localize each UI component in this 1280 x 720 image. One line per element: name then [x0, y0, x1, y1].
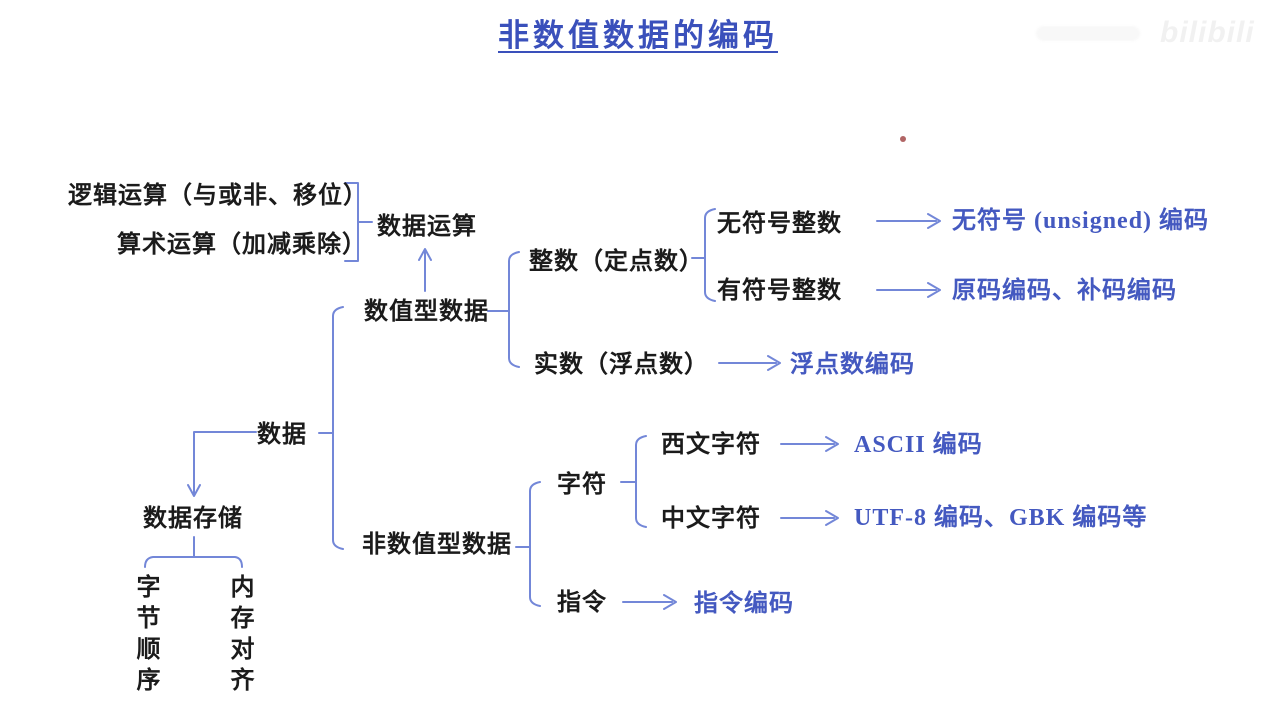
node-memory-align: 内存对齐 [226, 574, 252, 698]
node-character: 字符 [557, 472, 607, 498]
watermark-username-smudge [1036, 26, 1140, 41]
arrow-ascii [780, 436, 839, 452]
node-real-number: 实数（浮点数） [534, 352, 709, 378]
result-unsigned-encoding: 无符号 (unsigned) 编码 [952, 208, 1210, 234]
bracket-character-children [620, 435, 647, 528]
arrow-data-to-storage [187, 431, 257, 497]
node-logic-operation: 逻辑运算（与或非、移位） [68, 183, 368, 209]
node-data: 数据 [257, 422, 307, 448]
arrow-instruction [622, 594, 677, 610]
bracket-storage-children [144, 536, 243, 568]
node-arith-operation: 算术运算（加减乘除） [117, 232, 367, 258]
bracket-integer-children [691, 208, 716, 302]
result-ascii-encoding: ASCII 编码 [854, 432, 983, 458]
node-chinese-char: 中文字符 [661, 506, 761, 532]
laser-pointer-dot [900, 136, 906, 142]
arrow-float [718, 355, 781, 371]
node-western-char: 西文字符 [661, 432, 761, 458]
bracket-operations [344, 182, 373, 262]
result-utf8-gbk-encoding: UTF-8 编码、GBK 编码等 [854, 505, 1148, 531]
bracket-nonnumeric-children [515, 481, 541, 607]
result-instruction-encoding: 指令编码 [694, 591, 794, 617]
arrow-up-numeric-to-ops [418, 248, 432, 292]
node-data-operations: 数据运算 [377, 214, 477, 240]
node-data-storage: 数据存储 [143, 506, 243, 532]
node-instruction: 指令 [557, 590, 607, 616]
result-float-encoding: 浮点数编码 [790, 352, 915, 378]
node-unsigned-int: 无符号整数 [717, 211, 842, 237]
node-numeric-data: 数值型数据 [364, 299, 489, 325]
node-byte-order: 字节顺序 [132, 574, 158, 698]
node-integer: 整数（定点数） [529, 249, 704, 275]
node-signed-int: 有符号整数 [717, 278, 842, 304]
bracket-numeric-children [487, 251, 520, 368]
page-title: 非数值数据的编码 [498, 18, 778, 53]
arrow-signed [876, 282, 941, 298]
result-signed-encoding: 原码编码、补码编码 [952, 278, 1177, 304]
arrow-unsigned [876, 213, 941, 229]
arrow-utf8 [780, 510, 839, 526]
bracket-data-children [318, 306, 344, 550]
bilibili-watermark: bilibili [1160, 16, 1255, 49]
node-non-numeric-data: 非数值型数据 [362, 532, 512, 558]
